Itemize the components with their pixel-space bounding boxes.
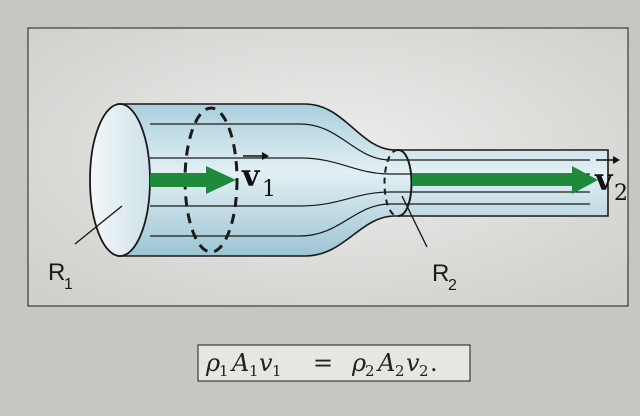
eq-v1: v — [259, 349, 273, 377]
eq-v1-sub: 1 — [272, 362, 282, 380]
leader-r2 — [401, 195, 428, 248]
v2-subscript: 2 — [614, 181, 628, 206]
region-label-r1: R 1 — [48, 259, 73, 293]
r2-subscript: 2 — [448, 277, 457, 294]
eq-equals: = — [313, 349, 333, 377]
leader-r1 — [74, 205, 123, 245]
eq-period: . — [430, 349, 438, 377]
r2-letter: R — [432, 260, 449, 287]
eq-rho2-sub: 2 — [365, 362, 375, 380]
flow-arrow-v1 — [150, 166, 236, 194]
r1-letter: R — [48, 259, 65, 286]
eq-v2: v — [406, 349, 420, 377]
v1-subscript: 1 — [262, 177, 276, 202]
pipe-body — [117, 103, 609, 257]
eq-v2-sub: 2 — [419, 362, 429, 380]
eq-a1: A — [230, 349, 249, 377]
eq-rho1-sub: 1 — [219, 362, 229, 380]
eq-rho2: ρ — [351, 349, 366, 377]
eq-rho1: ρ — [205, 349, 220, 377]
equation-box — [197, 344, 471, 382]
v2-letter: v — [594, 163, 614, 198]
r1-subscript: 1 — [64, 276, 73, 293]
streamlines — [150, 123, 590, 237]
eq-a1-sub: 1 — [249, 362, 259, 380]
velocity-label-v1: v 1 — [241, 152, 276, 202]
eq-a2: A — [376, 349, 395, 377]
v1-letter: v — [241, 159, 261, 194]
region-label-r2: R 2 — [432, 260, 457, 294]
velocity-label-v2: v 2 — [594, 156, 628, 206]
eq-a2-sub: 2 — [395, 362, 405, 380]
continuity-equation: ρ 1 A 1 v 1 = ρ 2 A 2 v 2 . — [205, 349, 438, 380]
inlet-cap — [89, 103, 151, 257]
cross-section-a2 — [383, 149, 413, 217]
flow-arrow-v2 — [412, 166, 598, 194]
